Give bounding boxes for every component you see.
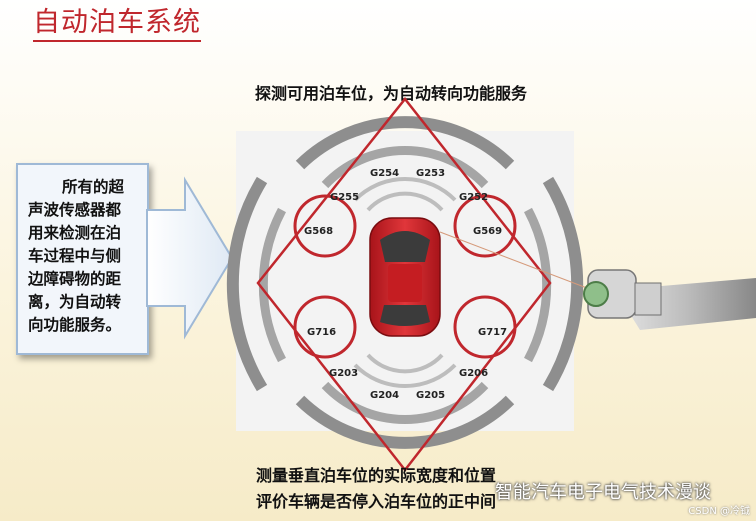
sensor-label-g252: G252 [459,192,488,203]
bottom-note-line1: 测量垂直泊车位的实际宽度和位置 [256,462,496,486]
page-title: 自动泊车系统 [33,6,201,42]
callout-line: 声波传感器都 [28,198,139,221]
wave-arcs [355,179,455,386]
sensor-label-g253: G253 [416,168,445,179]
detection-diamond [258,99,550,470]
top-note: 探测可用泊车位，为自动转向功能服务 [255,80,527,104]
callout-line: 离，为自动转 [28,290,139,313]
csdn-watermark: CSDN @冷钺 [688,502,750,517]
sensor-label-g717: G717 [478,327,507,338]
sensor-circles [295,196,515,357]
diagram-panel [236,131,574,431]
bottom-note-line2: 评价车辆是否停入泊车位的正中间 [256,488,496,512]
sensor-label-g204: G204 [370,390,399,401]
sensor-label-g568: G568 [304,226,333,237]
sensor-label-g716: G716 [307,327,336,338]
car-image [370,218,440,336]
callout-line: 所有的超 [28,175,139,198]
sensor-label-g569: G569 [473,226,502,237]
pointer-arrow [147,180,232,336]
leader-line [440,232,600,293]
sensor-label-g203: G203 [329,368,358,379]
sensor-photo [584,270,756,330]
watermark: 智能汽车电子电气技术漫谈 [495,478,711,504]
callout-line: 向功能服务。 [28,313,139,336]
callout-line: 边障碍物的距 [28,267,139,290]
callout-line: 车过程中与侧 [28,244,139,267]
sensor-label-g254: G254 [370,168,399,179]
inner-arcs [263,150,546,419]
outer-arcs [233,122,577,443]
sensor-label-g206: G206 [459,368,488,379]
sensor-label-g205: G205 [416,390,445,401]
sensor-label-g255: G255 [330,192,359,203]
callout-box: 所有的超 声波传感器都 用来检测在泊 车过程中与侧 边障碍物的距 离，为自动转 … [16,163,149,355]
callout-line: 用来检测在泊 [28,221,139,244]
